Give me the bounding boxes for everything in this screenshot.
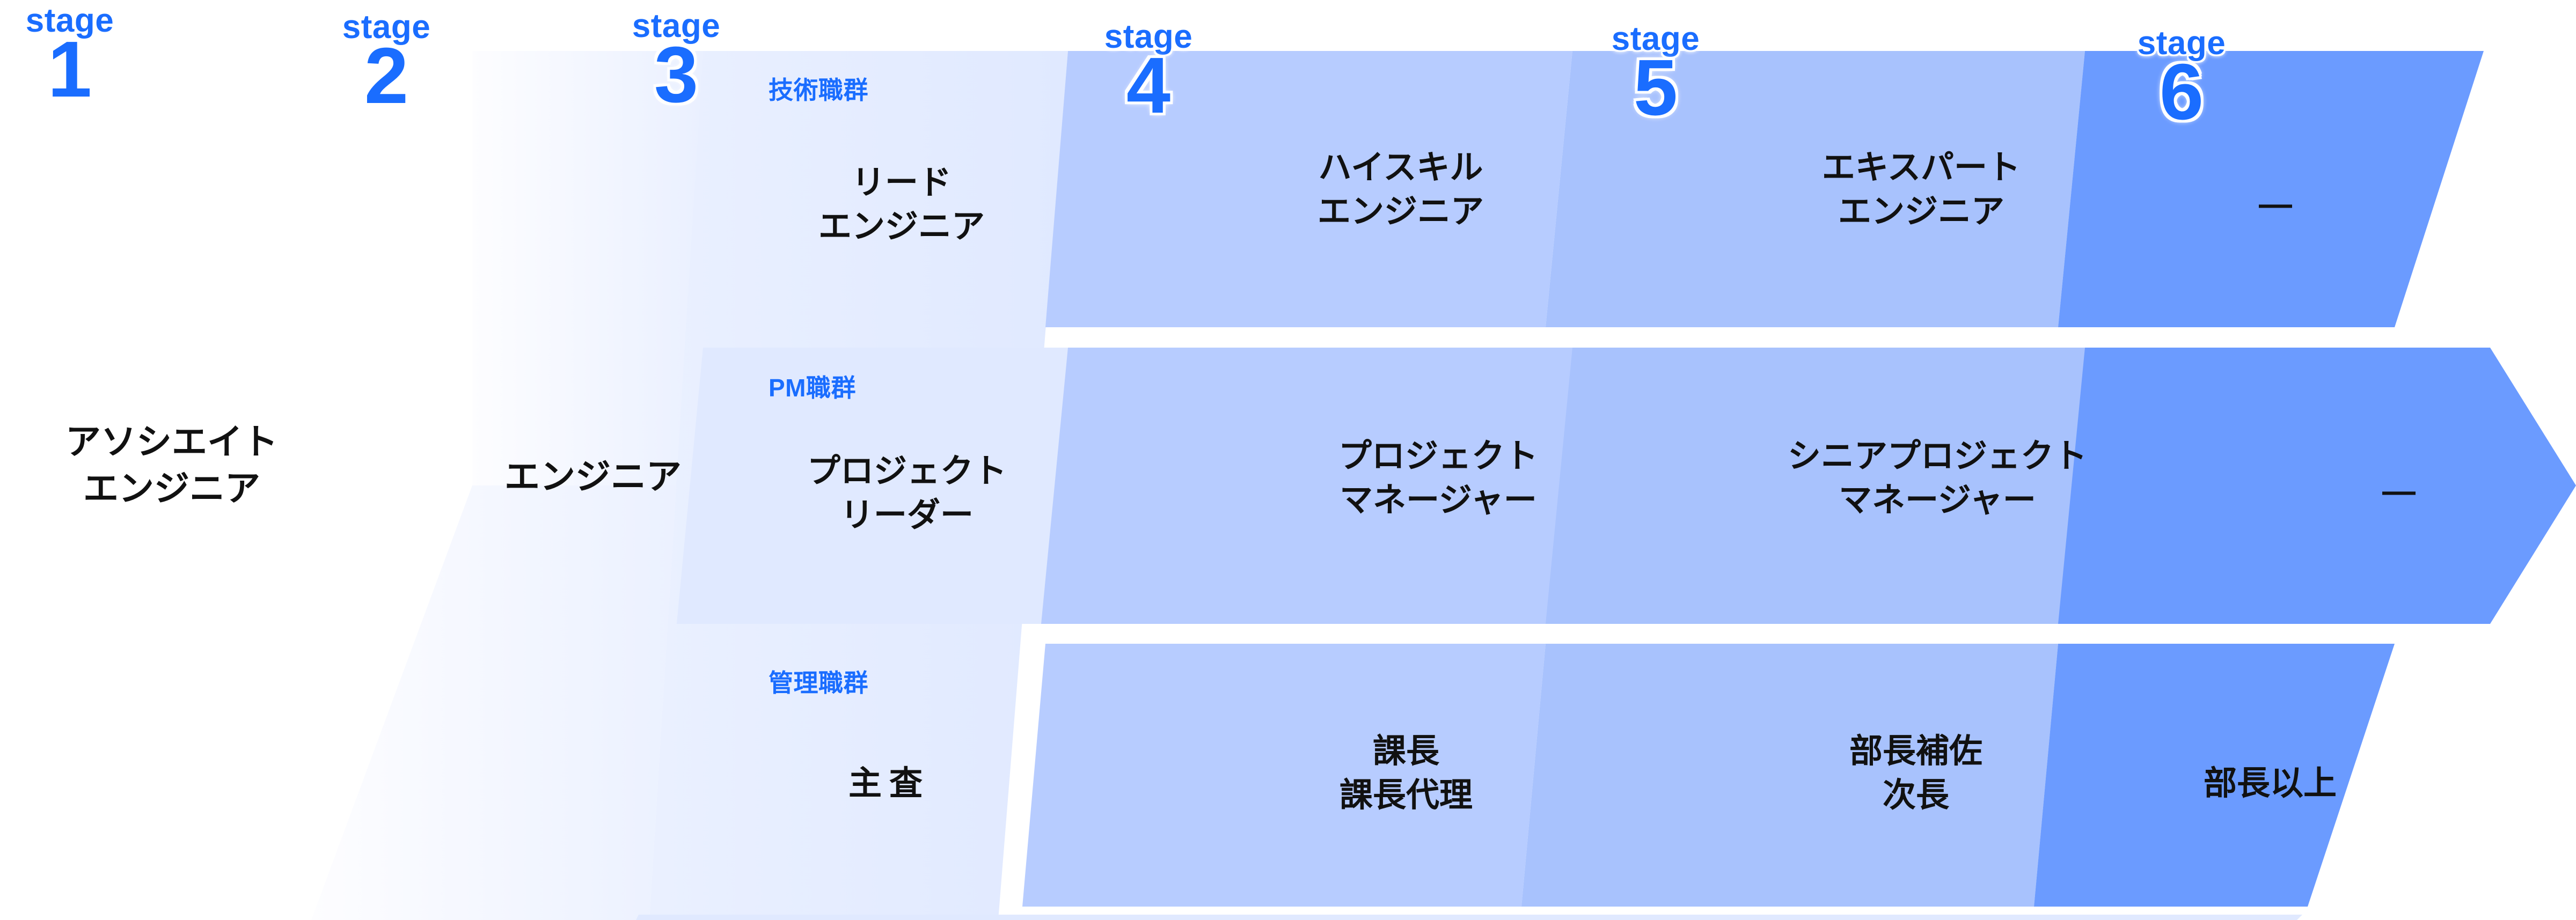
row1-band-stage4	[1045, 51, 1572, 327]
row3-band-stage4	[1022, 644, 1546, 907]
row2-band-stage5	[1546, 348, 2144, 624]
row1-band-stage5	[1546, 51, 2085, 327]
band-stage2-upper	[472, 51, 703, 485]
row4-band-sliver	[636, 915, 2302, 920]
row2-band-stage6	[2058, 348, 2576, 624]
row3-band-stage5	[1521, 644, 2058, 907]
row1-band-stage6	[2058, 51, 2484, 327]
row2-band-stage4	[1041, 348, 1631, 624]
row2-band-stage3	[677, 348, 1127, 624]
row3-band-stage6	[2034, 644, 2395, 907]
